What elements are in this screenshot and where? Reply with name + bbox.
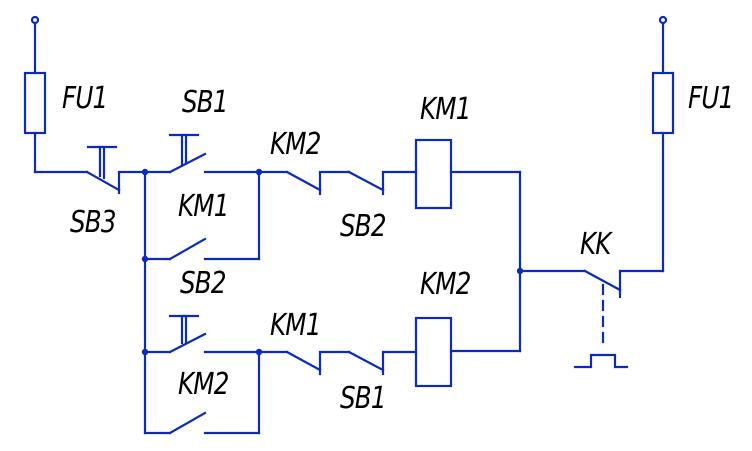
- left-supply-line: [30, 15, 89, 174]
- label-km1-contact-bottom: KM1: [270, 308, 321, 343]
- label-sb2-mid: SB2: [340, 209, 387, 244]
- label-fu1-right: FU1: [688, 81, 734, 116]
- label-km1-hold: KM1: [178, 189, 229, 224]
- coil-km1: [414, 138, 453, 210]
- label-sb3: SB3: [70, 205, 117, 240]
- sb2-nc-contact: [347, 170, 418, 196]
- start-button-sb2: [143, 314, 261, 354]
- stop-button-sb3: [85, 145, 147, 195]
- label-sb1-top: SB1: [182, 85, 229, 120]
- label-kk: KK: [580, 227, 611, 262]
- sb1-nc-contact: [347, 350, 418, 376]
- interlock-contact-km2: [257, 170, 351, 196]
- holding-contact-km1: [143, 170, 261, 261]
- label-fu1-left: FU1: [62, 81, 108, 116]
- interlock-contact-km1: [257, 350, 351, 376]
- thermal-relay-kk: [518, 269, 665, 369]
- start-button-sb1: [143, 133, 261, 174]
- label-km1-coil: KM1: [420, 92, 471, 127]
- label-sb2-top: SB2: [180, 266, 227, 301]
- coil-km2: [414, 316, 453, 388]
- holding-contact-km2: [143, 350, 261, 435]
- right-supply-line: [658, 15, 668, 273]
- label-km2-coil: KM2: [420, 267, 471, 302]
- fuse-fu1-left: [23, 71, 47, 135]
- label-km2-hold: KM2: [178, 367, 229, 402]
- label-sb1-bottom: SB1: [340, 381, 387, 416]
- label-km2-contact-top: KM2: [270, 127, 321, 162]
- fuse-fu1-right: [651, 71, 675, 135]
